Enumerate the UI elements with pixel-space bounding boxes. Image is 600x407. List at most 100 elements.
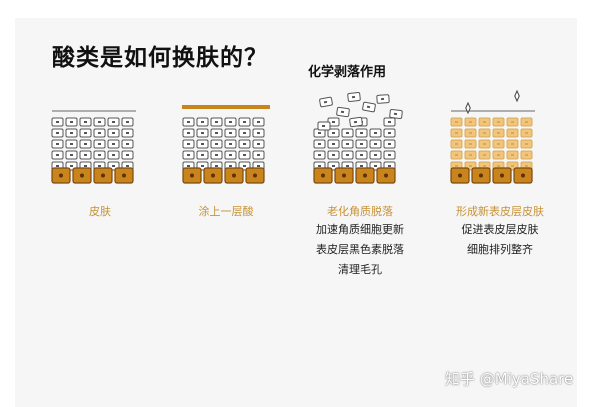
flaking-cell [317, 121, 331, 131]
cell-nucleus [374, 165, 377, 167]
cell-nucleus [56, 121, 59, 123]
cell-nucleus [112, 154, 115, 156]
cell-nucleus [525, 165, 528, 167]
cell-nucleus [56, 165, 59, 167]
cell-nucleus [511, 132, 514, 134]
cell-nucleus [318, 165, 321, 167]
cell-nucleus [112, 143, 115, 145]
cell-nucleus [187, 121, 190, 123]
basal-nucleus [80, 173, 84, 178]
flaking-cell [347, 92, 361, 102]
cell-nucleus [70, 165, 73, 167]
cell-nucleus [243, 143, 246, 145]
cell-nucleus [243, 121, 246, 123]
cell-nucleus [70, 121, 73, 123]
cell-nucleus [360, 132, 363, 134]
cell-nucleus [388, 143, 391, 145]
cell-nucleus [126, 132, 129, 134]
cell-nucleus [469, 132, 472, 134]
cell-nucleus [497, 143, 500, 145]
basal-nucleus [342, 173, 346, 178]
cell-nucleus [229, 132, 232, 134]
cell-nucleus [98, 165, 101, 167]
cell-nucleus [257, 154, 260, 156]
cell-nucleus [84, 154, 87, 156]
cell-nucleus [497, 121, 500, 123]
cell-nucleus [112, 121, 115, 123]
cell-nucleus [126, 154, 129, 156]
cell-nucleus [469, 165, 472, 167]
cell-nucleus [388, 132, 391, 134]
cell-nucleus [511, 143, 514, 145]
flaking-cell [349, 116, 363, 128]
cell-nucleus [360, 165, 363, 167]
cell-nucleus [318, 132, 321, 134]
basal-nucleus [458, 173, 462, 178]
cell-nucleus [215, 132, 218, 134]
cell-nucleus [525, 121, 528, 123]
stage-3-desc-line: 加速角质细胞更新 [316, 223, 404, 236]
basal-nucleus [479, 173, 483, 178]
stage-1-label: 皮肤 [89, 205, 111, 218]
cell-nucleus [374, 143, 377, 145]
cell-nucleus [483, 165, 486, 167]
cell-nucleus [84, 143, 87, 145]
cell-nucleus [201, 132, 204, 134]
cell-nucleus [346, 154, 349, 156]
cell-nucleus [483, 132, 486, 134]
basal-nucleus [500, 173, 504, 178]
cell-nucleus [525, 154, 528, 156]
cell-nucleus [374, 154, 377, 156]
cell-nucleus [243, 154, 246, 156]
basal-nucleus [232, 173, 236, 178]
cell-nucleus [187, 143, 190, 145]
cell-nucleus [332, 143, 335, 145]
cell-nucleus [511, 121, 514, 123]
cell-nucleus [98, 121, 101, 123]
basal-nucleus [101, 173, 105, 178]
cell-nucleus [201, 143, 204, 145]
cell-nucleus [98, 143, 101, 145]
cell-nucleus [70, 154, 73, 156]
sparkle-icon [514, 89, 520, 103]
cell-nucleus [483, 143, 486, 145]
acid-layer [182, 105, 270, 109]
cell-nucleus [332, 132, 335, 134]
stage-4-desc-line: 细胞排列整齐 [467, 243, 533, 256]
stage-2-label: 涂上一层酸 [198, 205, 254, 218]
cell-nucleus [497, 154, 500, 156]
cell-nucleus [56, 143, 59, 145]
section-subtitle: 化学剥落作用 [308, 65, 387, 80]
cell-nucleus [455, 132, 458, 134]
cell-nucleus [469, 121, 472, 123]
cell-nucleus [56, 154, 59, 156]
cell-nucleus [112, 165, 115, 167]
cell-nucleus [201, 121, 204, 123]
cell-nucleus [126, 143, 129, 145]
cell-nucleus [229, 165, 232, 167]
cell-nucleus [483, 154, 486, 156]
cell-nucleus [257, 143, 260, 145]
cell-nucleus [332, 165, 335, 167]
cell-nucleus [243, 132, 246, 134]
cell-nucleus [360, 154, 363, 156]
cell-nucleus [187, 132, 190, 134]
flaking-cell [362, 101, 376, 113]
stage-3-desc-line: 表皮层黑色素脱落 [316, 243, 404, 256]
cell-nucleus [318, 143, 321, 145]
flaking-cell [389, 109, 403, 119]
cell-nucleus [497, 132, 500, 134]
cell-nucleus [346, 143, 349, 145]
cell-nucleus [215, 154, 218, 156]
basal-nucleus [59, 173, 63, 178]
cell-nucleus [98, 154, 101, 156]
basal-nucleus [253, 173, 257, 178]
cell-nucleus [374, 132, 377, 134]
basal-nucleus [190, 173, 194, 178]
cell-nucleus [388, 165, 391, 167]
cell-nucleus [257, 121, 260, 123]
cell-nucleus [483, 121, 486, 123]
cell-nucleus [84, 121, 87, 123]
cell-nucleus [187, 165, 190, 167]
